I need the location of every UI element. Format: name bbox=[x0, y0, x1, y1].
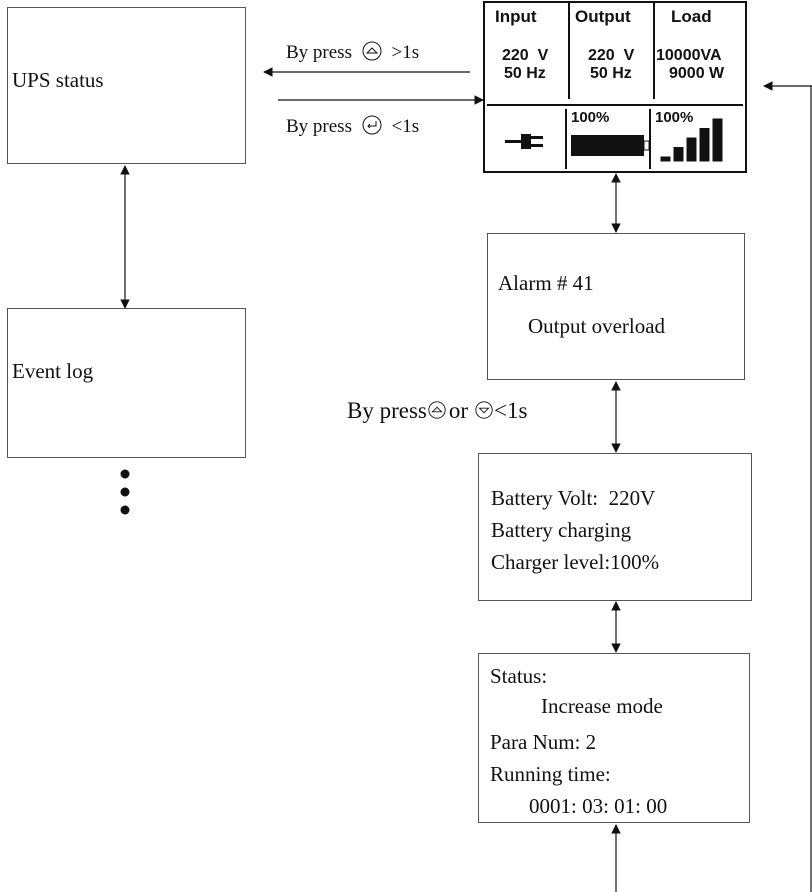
press-label-up-long: By press >1s bbox=[286, 40, 419, 64]
signal-bars-icon bbox=[660, 118, 723, 162]
charger-level: Charger level:100% bbox=[491, 550, 660, 574]
ups-status-box: UPS status bbox=[7, 7, 246, 164]
down-key-icon bbox=[475, 401, 493, 419]
press-or: or bbox=[448, 398, 469, 423]
load-bar bbox=[660, 156, 671, 162]
para-num-label: Para Num: bbox=[490, 730, 581, 754]
load-bar bbox=[673, 147, 684, 162]
lcd-battery-percent: 100% bbox=[571, 109, 610, 126]
load-bar bbox=[686, 137, 697, 162]
press-label-enter-short: By press <1s bbox=[286, 114, 419, 138]
para-num-value: 2 bbox=[585, 730, 597, 754]
status-label: Status: bbox=[490, 664, 548, 688]
up-key-icon bbox=[428, 401, 446, 419]
enter-key-icon bbox=[362, 115, 382, 135]
lcd-header-output: Output bbox=[575, 7, 631, 26]
lcd-load-percent: 100% bbox=[655, 109, 694, 126]
ups-status-label: UPS status bbox=[12, 68, 104, 92]
lcd-divider-v2 bbox=[653, 3, 655, 99]
load-bar bbox=[699, 128, 710, 162]
status-box: Status: Increase mode Para Num: 2 Runnin… bbox=[478, 653, 750, 823]
lcd-panel: Input Output Load 220 V 50 Hz 220 V 50 H… bbox=[483, 1, 747, 173]
battery-volt: Battery Volt: 220V bbox=[491, 486, 656, 510]
running-time-label: Running time: bbox=[490, 762, 611, 786]
ellipsis-dot bbox=[120, 487, 130, 497]
up-key-icon bbox=[362, 41, 382, 61]
press-text: By press bbox=[286, 42, 352, 63]
lcd-divider-h bbox=[487, 104, 743, 106]
alarm-box: Alarm # 41 Output overload bbox=[487, 233, 745, 380]
press-duration: <1s bbox=[494, 398, 528, 423]
alarm-code: Alarm # 41 bbox=[498, 271, 594, 295]
para-num: Para Num: 2 bbox=[490, 730, 596, 755]
lcd-input-voltage: 220 V bbox=[502, 47, 549, 64]
event-log-label: Event log bbox=[12, 359, 94, 383]
lcd-output-frequency: 50 Hz bbox=[590, 65, 632, 82]
lcd-header-load: Load bbox=[671, 7, 712, 26]
ellipsis-dot bbox=[120, 505, 130, 515]
lcd-output-voltage: 220 V bbox=[588, 47, 635, 64]
battery-info-box: Battery Volt: 220V Battery charging Char… bbox=[478, 453, 752, 601]
event-log-box: Event log bbox=[7, 308, 246, 458]
press-duration: <1s bbox=[391, 116, 420, 137]
lcd-divider-v4 bbox=[649, 109, 651, 169]
load-bar bbox=[712, 118, 723, 162]
lcd-load-va: 10000VA bbox=[656, 47, 722, 64]
battery-icon bbox=[571, 135, 650, 156]
press-duration: >1s bbox=[391, 42, 420, 63]
status-mode: Increase mode bbox=[541, 694, 663, 718]
lcd-divider-v3 bbox=[565, 109, 567, 169]
power-plug-icon bbox=[505, 134, 543, 149]
alarm-message: Output overload bbox=[528, 314, 666, 338]
running-time-value: 0001: 03: 01: 00 bbox=[529, 794, 668, 818]
ellipsis-dot bbox=[120, 469, 130, 479]
press-text: By press bbox=[347, 398, 427, 423]
lcd-header-input: Input bbox=[495, 7, 537, 26]
press-label-scroll: By press or <1s bbox=[347, 398, 527, 424]
lcd-load-watts: 9000 W bbox=[669, 65, 725, 82]
lcd-input-frequency: 50 Hz bbox=[504, 65, 546, 82]
lcd-divider-v1 bbox=[568, 3, 570, 99]
battery-charging: Battery charging bbox=[491, 518, 632, 542]
press-text: By press bbox=[286, 116, 352, 137]
